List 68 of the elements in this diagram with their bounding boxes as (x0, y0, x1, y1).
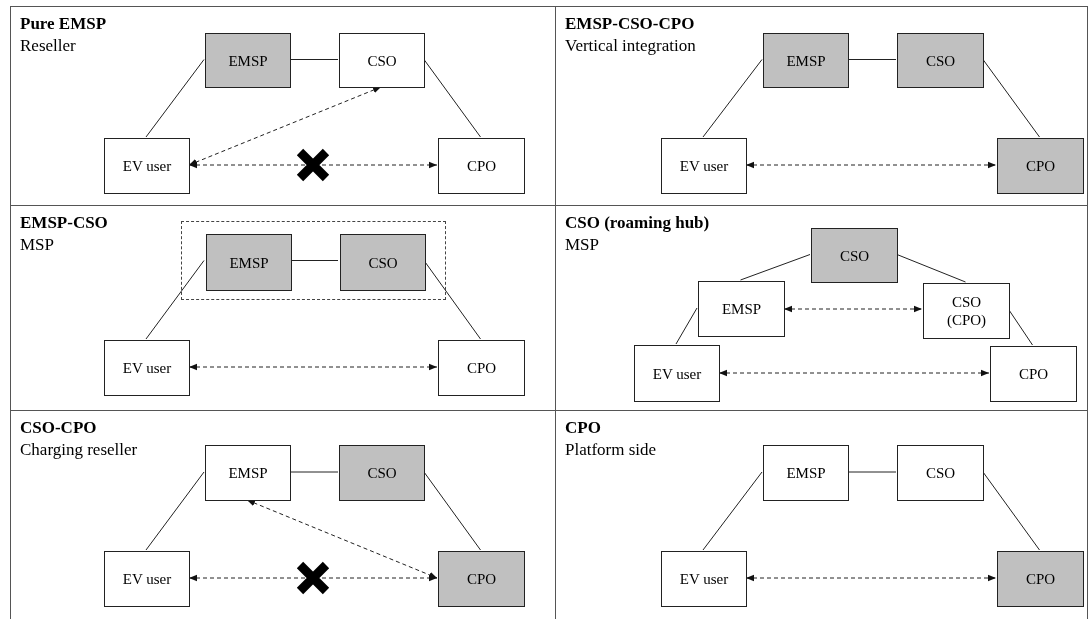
connector-line (702, 471, 763, 551)
actor-box: EV user (634, 345, 720, 402)
connector-line (145, 260, 205, 340)
arrow (718, 369, 990, 377)
actor-box: CPO (990, 346, 1077, 402)
actor-box: CSO (811, 228, 898, 283)
connector-line (145, 471, 205, 551)
arrow (188, 161, 438, 169)
actor-box: CSO (897, 33, 984, 88)
actor-box: EMSP (763, 445, 849, 501)
panel-subtitle: MSP (565, 234, 601, 256)
actor-box: CSO (897, 445, 984, 501)
actor-box: EMSP (205, 445, 291, 501)
arrow (188, 574, 438, 582)
actor-box: EMSP (206, 234, 292, 291)
connector-line (896, 254, 966, 283)
connector-line (847, 471, 897, 473)
arrow (783, 305, 923, 313)
connector-line (1008, 309, 1033, 346)
actor-box: EV user (104, 138, 190, 194)
connector-line (423, 260, 481, 340)
connector-line (982, 471, 1040, 551)
panel-subtitle: Charging reseller (20, 439, 138, 461)
actor-box: EV user (661, 138, 747, 194)
panel-subtitle: Vertical integration (565, 35, 696, 57)
panel-title: CSO (roaming hub) (565, 212, 710, 234)
actor-box: EV user (104, 551, 190, 607)
connector-line (702, 59, 763, 138)
panel-title: Pure EMSP (20, 13, 107, 35)
panel-subtitle: MSP (20, 234, 56, 256)
connector-line (289, 59, 339, 60)
panel-title: CPO (565, 417, 602, 439)
connector-line (675, 307, 698, 345)
actor-box: CPO (438, 340, 525, 396)
actor-box: EV user (104, 340, 190, 396)
actor-box: CPO (438, 138, 525, 194)
actor-box: EMSP (698, 281, 785, 337)
arrow (188, 363, 438, 371)
panel-subtitle: Platform side (565, 439, 657, 461)
arrow (246, 499, 438, 579)
actor-box: CSO (CPO) (923, 283, 1010, 339)
connector-line (423, 471, 481, 551)
actor-box: CPO (438, 551, 525, 607)
actor-box: CPO (997, 138, 1084, 194)
actor-box: EMSP (763, 33, 849, 88)
actor-box: EMSP (205, 33, 291, 88)
panel-cell (10, 6, 556, 206)
arrow (188, 86, 382, 166)
actor-box: EV user (661, 551, 747, 607)
connector-line (423, 59, 481, 138)
panel-subtitle: Reseller (20, 35, 77, 57)
arrow (745, 161, 997, 169)
connector-line (982, 59, 1040, 138)
panel-title: EMSP-CSO (20, 212, 108, 234)
arrow (745, 574, 997, 582)
dashed-group-frame (181, 221, 446, 300)
connector-line (289, 471, 339, 473)
panel-title: CSO-CPO (20, 417, 98, 439)
actor-box: CSO (339, 445, 425, 501)
actor-box: CSO (340, 234, 426, 291)
actor-box: CSO (339, 33, 425, 88)
panel-title: EMSP-CSO-CPO (565, 13, 696, 35)
connector-line (740, 254, 811, 281)
connector-line (145, 59, 205, 138)
connector-line (847, 59, 897, 60)
connector-line (289, 260, 339, 261)
panel-cell (555, 6, 1088, 206)
actor-box: CPO (997, 551, 1084, 607)
